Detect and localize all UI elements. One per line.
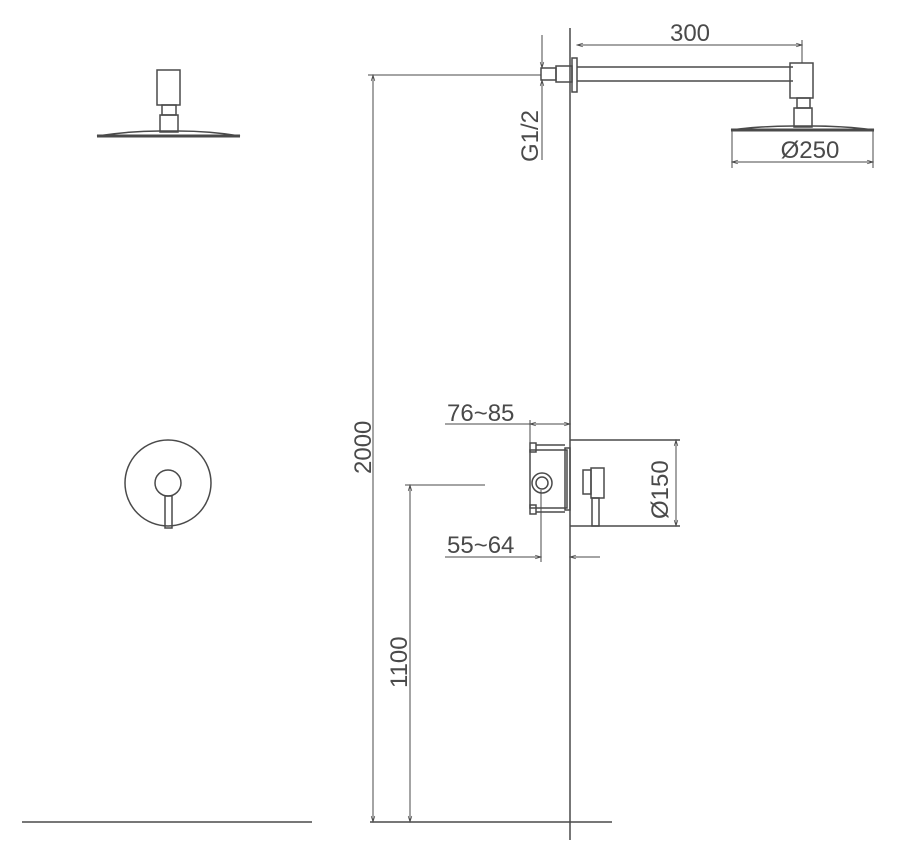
front-view-valve xyxy=(124,439,212,529)
side-view-shower-arm xyxy=(540,57,875,132)
dim-box-depth-max: 76~85 xyxy=(447,400,514,427)
dim-head-diameter: Ø250 xyxy=(781,137,840,164)
dim-thread: G1/2 xyxy=(517,110,544,162)
dim-plate-diameter: Ø150 xyxy=(647,460,674,519)
dim-total-height: 2000 xyxy=(350,421,377,474)
front-view-shower-head xyxy=(96,69,241,138)
dim-arm-length: 300 xyxy=(670,20,710,47)
dim-valve-height: 1100 xyxy=(386,636,413,688)
dim-box-depth-min: 55~64 xyxy=(447,532,514,559)
